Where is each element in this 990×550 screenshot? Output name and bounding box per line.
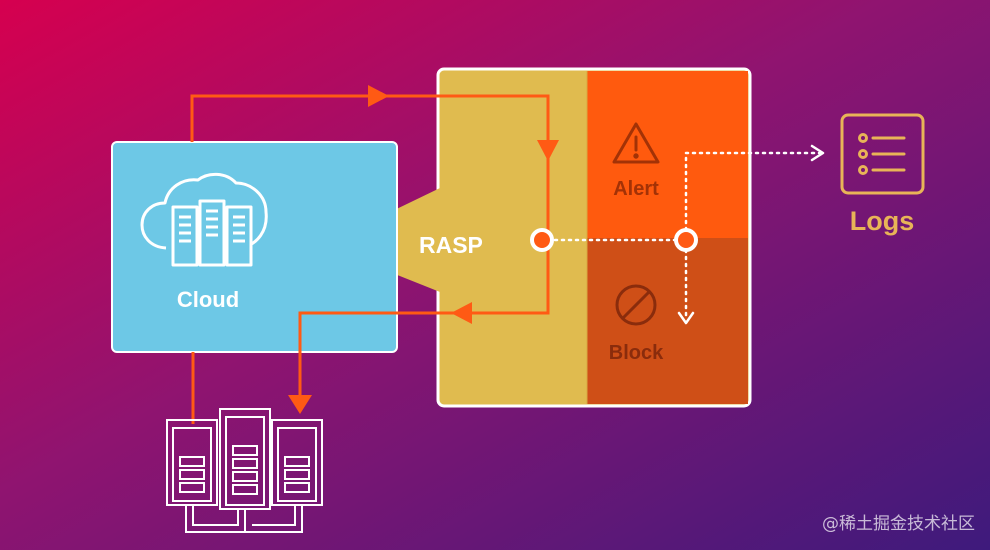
cloud-box [111,141,398,353]
warning-triangle-icon [612,122,660,164]
alert-panel [587,71,748,238]
logs-label: Logs [850,206,915,236]
cloud-servers-icon [140,172,268,267]
cloud-label: Cloud [177,287,239,312]
logs-chevron-icon [810,144,825,162]
dotted-paths [553,151,822,320]
decision-node [674,228,698,252]
block-label: Block [609,342,664,364]
watermark: @稀土掘金技术社区 [822,514,975,534]
block-panel [587,238,748,404]
rasp-label: RASP [419,232,483,258]
response-arrow [451,302,472,324]
server-arrow [288,395,312,414]
rasp-inbound-arrow [537,140,559,161]
alert-to-logs-dotted [684,151,822,232]
rasp-node [530,228,554,252]
server-rack-icon [166,408,323,533]
cloud-box-body [111,141,398,353]
request-arrow [368,85,389,107]
document-list-icon [840,113,925,195]
prohibited-icon [615,284,657,326]
block-chevron-icon [677,311,695,325]
alert-label: Alert [613,178,659,200]
response-flow-line [298,240,550,403]
rasp-panel [322,67,752,408]
